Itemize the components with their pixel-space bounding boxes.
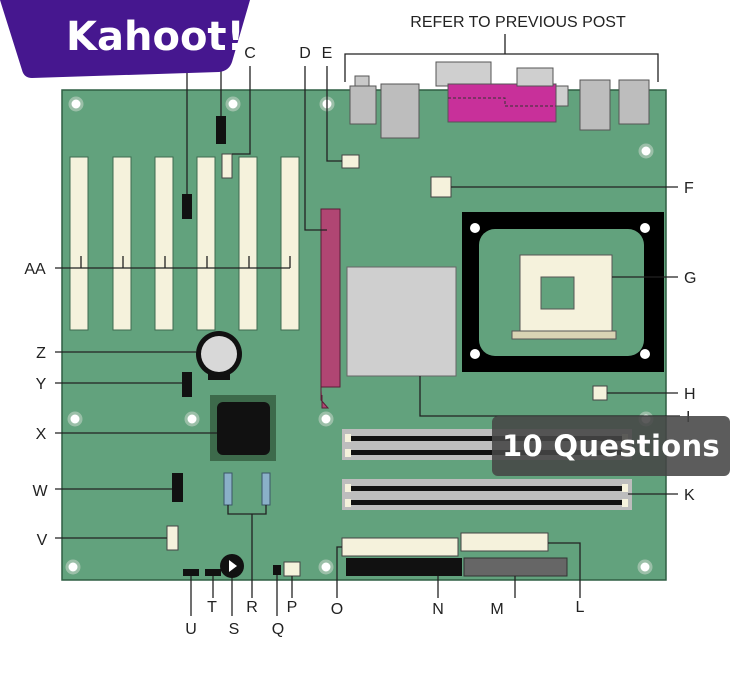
label-y: Y [36,376,47,393]
label-m: M [490,601,503,618]
header-bracket [344,34,659,82]
back-panel-connectors [349,61,650,139]
kahoot-logo: Kahoot! [0,0,250,78]
label-u: U [185,621,197,638]
io-controller-chip [210,395,276,461]
pci-slots [69,156,300,331]
label-x: X [36,426,47,443]
cmos-battery [196,331,242,380]
label-q: Q [272,621,284,638]
label-l: L [576,599,585,616]
label-r: R [246,599,258,616]
logo-banner [0,0,250,78]
logo-text: Kahoot! [66,14,245,60]
cpu-socket [462,212,664,372]
callout-labels: C D E F G H I K L M N O P Q R S T U V W … [24,45,696,638]
parallel-port [447,83,557,123]
label-t: T [207,599,217,616]
label-w: W [32,483,48,500]
leader-lines [55,66,680,616]
label-o: O [331,601,343,618]
header-note: REFER TO PREVIOUS POST [410,14,626,31]
label-z: Z [36,345,46,362]
questions-count-badge: 10 Questions [492,416,730,476]
label-f: F [684,180,694,197]
label-n: N [432,601,444,618]
small-headers [166,116,608,577]
label-aa: AA [24,261,46,278]
label-p: P [287,599,298,616]
label-c: C [244,45,256,62]
label-k: K [684,487,695,504]
mounting-holes [65,96,654,575]
label-s: S [229,621,240,638]
label-v: V [37,532,48,549]
agp-slot [320,208,341,409]
speaker [220,554,244,578]
chipset-heatsink [346,266,457,377]
label-e: E [322,45,333,62]
storage-power-connectors [341,532,568,577]
label-g: G [684,270,696,287]
label-d: D [299,45,311,62]
label-h: H [684,386,696,403]
questions-count-text: 10 Questions [502,429,720,463]
